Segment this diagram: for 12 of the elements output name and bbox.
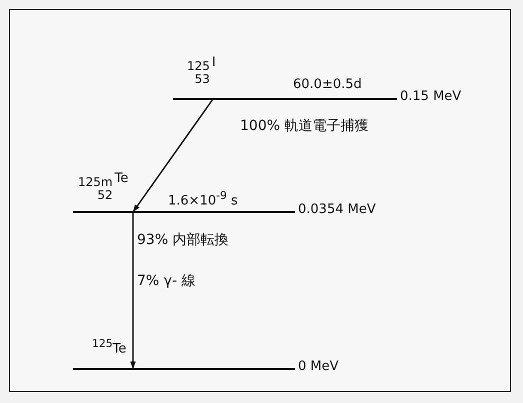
transition-label: 93% 内部転換 bbox=[137, 231, 229, 249]
transition-arrow bbox=[132, 98, 214, 212]
transition-label: 100% 軌道電子捕獲 bbox=[240, 117, 368, 135]
half-life-label: 1.6×10$^{-9}$ s bbox=[168, 190, 238, 209]
transition-arrow bbox=[130, 212, 136, 369]
energy-label: 0 MeV bbox=[298, 360, 339, 374]
transition-label: 7% γ- 線 bbox=[137, 272, 196, 290]
nuclide-label: $^{125}$Te bbox=[92, 338, 126, 357]
energy-label: 0.0354 MeV bbox=[298, 203, 376, 218]
energy-label: 0.15 MeV bbox=[400, 90, 462, 104]
energy-level bbox=[173, 56, 463, 100]
half-life-label: 60.0±0.5d bbox=[293, 78, 362, 92]
